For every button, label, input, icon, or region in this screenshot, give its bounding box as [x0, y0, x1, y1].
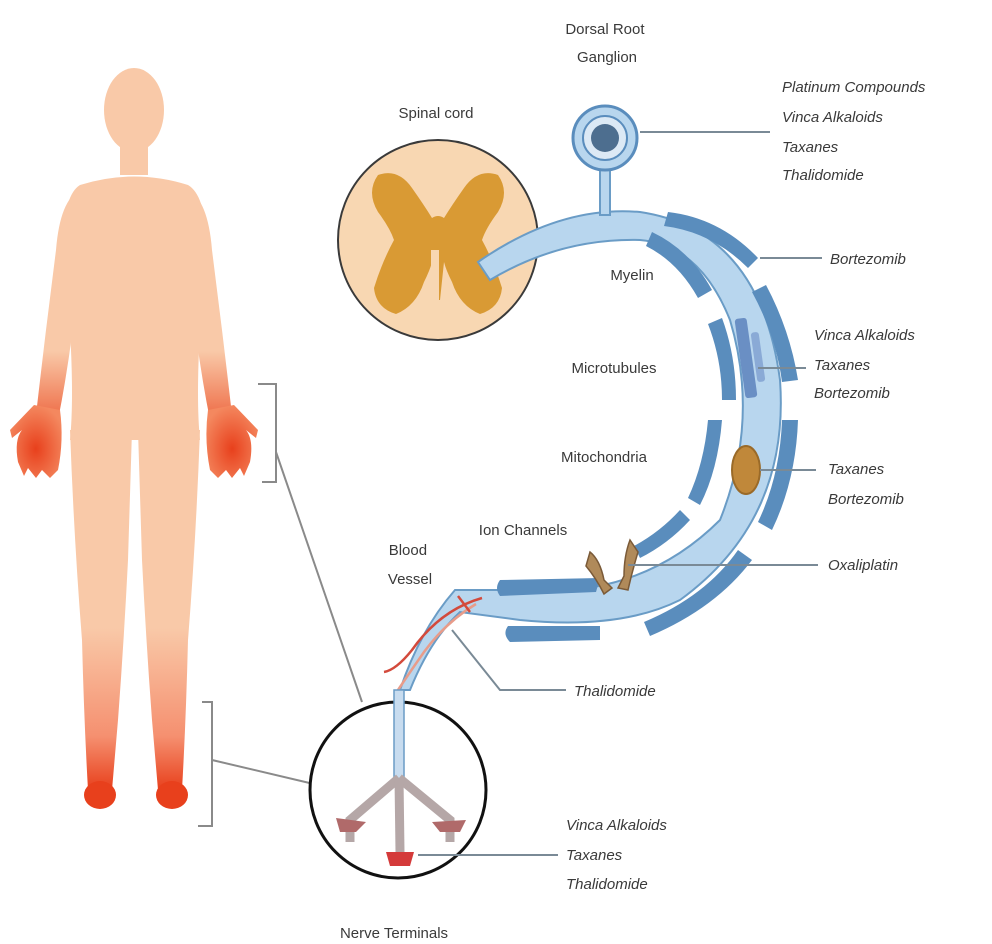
drug-myelin-1: Bortezomib: [830, 251, 906, 268]
drugs-ion-channels: Oxaliplatin: [828, 557, 898, 574]
label-spinal-cord: Spinal cord: [398, 105, 473, 122]
label-dorsal-root-ganglion: Dorsal Root Ganglion: [565, 21, 648, 66]
drugs-nerve-terminals: Vinca Alkaloids Taxanes Thalidomide: [566, 817, 671, 893]
foot-connector-line: [212, 760, 318, 785]
drug-ganglion-3: Taxanes: [782, 139, 839, 156]
label-microtubules: Microtubules: [571, 360, 656, 377]
mitochondrion: [732, 446, 760, 494]
drugs-ganglion: Platinum Compounds Vinca Alkaloids Taxan…: [782, 79, 930, 184]
label-dorsal-root-ganglion-line1: Dorsal Root: [565, 21, 645, 38]
terminal-tip-center: [386, 852, 414, 866]
body-left-hand: [10, 405, 62, 478]
drugs-mitochondria: Taxanes Bortezomib: [828, 461, 904, 508]
body-left-foot: [84, 781, 116, 809]
drug-nerve-terminals-1: Vinca Alkaloids: [566, 817, 667, 834]
human-body-figure: [10, 68, 258, 809]
hand-bracket: [258, 384, 276, 482]
drug-nerve-terminals-3: Thalidomide: [566, 876, 648, 893]
spinal-cord-cross-section: [338, 140, 538, 340]
body-left-leg: [70, 430, 132, 790]
drug-blood-vessel-1: Thalidomide: [574, 683, 656, 700]
drug-microtubules-3: Bortezomib: [814, 385, 890, 402]
label-blood-vessel-line2: Vessel: [388, 571, 432, 588]
drug-ganglion-1: Platinum Compounds: [782, 79, 926, 96]
drugs-myelin: Bortezomib: [830, 251, 906, 268]
drug-mitochondria-1: Taxanes: [828, 461, 885, 478]
drug-ganglion-2: Vinca Alkaloids: [782, 109, 883, 126]
body-head: [104, 68, 164, 152]
foot-bracket: [198, 702, 212, 826]
body-right-foot: [156, 781, 188, 809]
label-ion-channels: Ion Channels: [479, 522, 567, 539]
label-mitochondria: Mitochondria: [561, 449, 648, 466]
drug-ganglion-4: Thalidomide: [782, 167, 864, 184]
label-myelin: Myelin: [610, 267, 653, 284]
hand-connector-line: [276, 452, 362, 702]
body-neck: [120, 145, 148, 175]
drug-ion-channels-1: Oxaliplatin: [828, 557, 898, 574]
label-blood-vessel: Blood Vessel: [388, 542, 432, 588]
label-dorsal-root-ganglion-line2: Ganglion: [577, 49, 637, 66]
drug-microtubules-1: Vinca Alkaloids: [814, 327, 915, 344]
nerve-terminals-inset: [310, 690, 486, 878]
drugs-microtubules: Vinca Alkaloids Taxanes Bortezomib: [814, 327, 919, 402]
body-right-leg: [138, 430, 200, 790]
drug-microtubules-2: Taxanes: [814, 357, 871, 374]
label-blood-vessel-line1: Blood: [389, 542, 427, 559]
drugs-blood-vessel: Thalidomide: [574, 683, 656, 700]
label-nerve-terminals: Nerve Terminals: [340, 925, 448, 942]
body-right-hand: [206, 405, 258, 478]
body-torso: [64, 177, 206, 441]
drug-nerve-terminals-2: Taxanes: [566, 847, 623, 864]
drug-mitochondria-2: Bortezomib: [828, 491, 904, 508]
